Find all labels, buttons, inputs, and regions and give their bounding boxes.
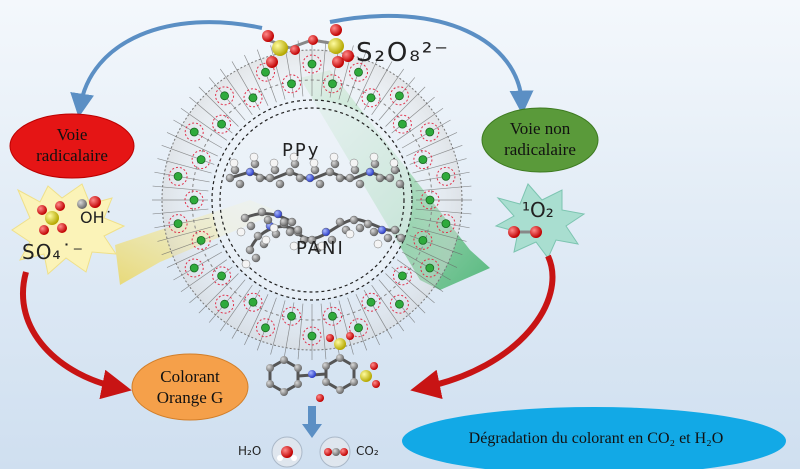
water-bubble <box>271 436 303 468</box>
sulfate-radical-molecule <box>37 196 101 235</box>
radical-path-ellipse <box>9 113 135 179</box>
co2-bubble <box>319 436 351 468</box>
dye-line2: Orange G <box>156 388 224 407</box>
persulfate-molecule <box>262 24 354 68</box>
orange-g-molecule <box>266 332 380 402</box>
down-arrow <box>302 406 322 438</box>
non-radical-path-ellipse <box>481 107 599 173</box>
co2-label: CO₂ <box>356 444 379 458</box>
ppy-label: PPy <box>282 140 321 161</box>
hydroxyl-radical-label: OH˙ <box>80 208 113 227</box>
radical-path-label: Voie radicalaire <box>12 124 132 166</box>
non-radical-path-line1: Voie non <box>509 119 571 138</box>
dye-label: Colorant Orange G <box>134 366 246 408</box>
persulfate-formula: S₂O₈²⁻ <box>356 38 450 68</box>
pani-label: PANI <box>296 238 345 259</box>
pani-chain <box>236 207 406 269</box>
ppy-chain <box>225 152 405 189</box>
arrow-to-radical <box>70 20 263 118</box>
arrow-radical-to-dye <box>20 271 132 400</box>
water-label: H₂O <box>238 444 262 458</box>
catalyst-ring <box>152 40 472 360</box>
radical-path-line2: radicalaire <box>36 146 108 165</box>
arrow-to-non-radical <box>329 13 534 115</box>
dye-line1: Colorant <box>160 367 220 386</box>
radical-path-line1: Voie <box>56 125 88 144</box>
singlet-oxygen-molecule <box>508 226 542 238</box>
result-ellipse <box>402 407 786 469</box>
non-radical-path-line2: radicalaire <box>504 140 576 159</box>
singlet-oxygen-label: ¹O₂ <box>522 198 554 222</box>
non-radical-path-label: Voie non radicalaire <box>482 118 598 160</box>
dye-ellipse <box>131 353 249 421</box>
sulfate-radical-label: SO₄˙⁻ <box>22 240 85 264</box>
arrow-non-radical-to-dye <box>410 254 556 400</box>
result-label: Dégradation du colorant en CO₂ et H₂O <box>468 430 724 447</box>
